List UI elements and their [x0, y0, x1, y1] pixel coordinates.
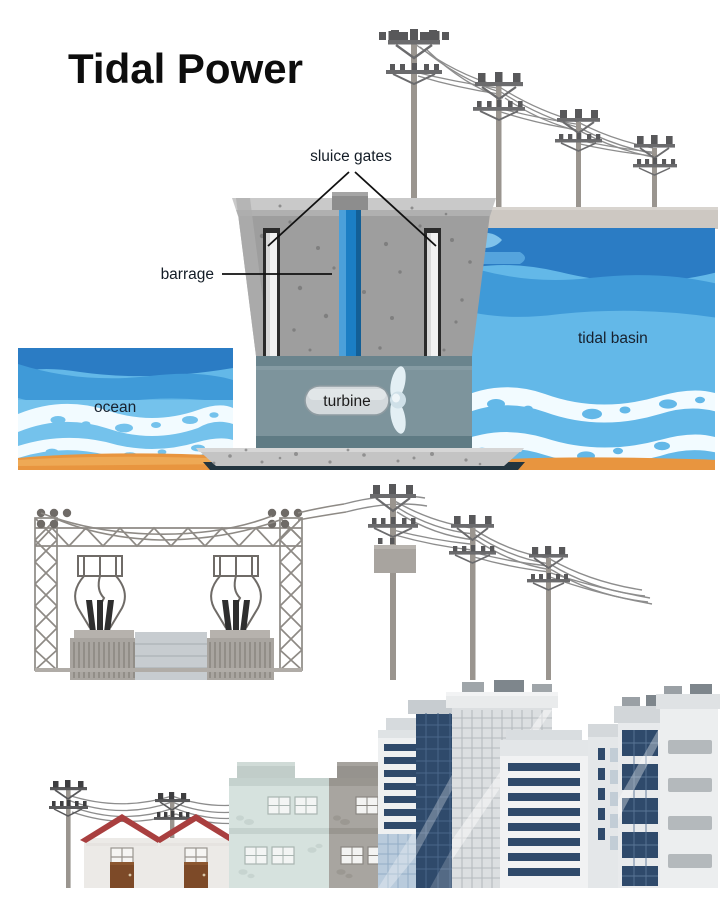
substation-center-building [135, 632, 207, 680]
utility-pole-mid-3 [527, 546, 570, 680]
foundation-speckles [212, 448, 482, 466]
mid-transmission-poles [343, 484, 653, 680]
utility-pole-mid-2 [449, 515, 496, 680]
transformer-left [70, 555, 138, 680]
striped-front-windows [508, 763, 580, 876]
seabed-foundation [196, 448, 525, 470]
building-far-right [656, 684, 720, 888]
leader-sluice-left [267, 171, 350, 247]
transformer-bushings-right [222, 600, 250, 632]
utility-pole-mid-1 [368, 484, 418, 680]
callout-lines [222, 171, 437, 275]
utility-pole-top-2 [473, 72, 525, 212]
label-barrage: barrage [161, 266, 214, 283]
house-1 [80, 814, 164, 888]
transformer-right [206, 555, 274, 680]
building-mint-windows [244, 796, 318, 865]
utility-pole-top-3 [555, 109, 602, 212]
label-tidal-basin: tidal basin [578, 330, 648, 347]
right-panels-grid [622, 730, 658, 886]
utility-pole-city-1 [49, 780, 88, 888]
utility-pole-top-4 [633, 135, 677, 212]
sluice-gate-left [263, 228, 280, 360]
ground-strip-highlight [455, 207, 718, 210]
turbine-label-pill: turbine [304, 385, 390, 416]
transformer-bushings-left [86, 600, 114, 632]
top-transmission-poles [379, 29, 677, 212]
barrage-structure [232, 192, 496, 458]
label-ocean: ocean [94, 399, 136, 416]
utility-pole-top-1 [379, 29, 449, 212]
substation-wires [40, 503, 347, 541]
transformer-fins-left [73, 642, 135, 678]
ground-strip-right [455, 207, 718, 229]
narrow-tower-dots [598, 748, 605, 840]
page-title: Tidal Power [68, 45, 303, 92]
sluice-gate-right [424, 228, 441, 360]
transformer-fins-right [209, 642, 271, 678]
building-mint [229, 762, 329, 888]
building-right-panels [614, 695, 670, 888]
ocean-water [18, 348, 233, 470]
far-right-bands [668, 740, 712, 868]
substation-scene [34, 503, 347, 680]
substation-base-bar [35, 668, 302, 672]
turbine-propeller-icon [390, 366, 406, 434]
building-mint-decor [236, 815, 323, 879]
leader-sluice-right [354, 171, 437, 247]
label-turbine: turbine [323, 393, 370, 410]
building-striped-front [500, 730, 588, 888]
pole-transformer-box [374, 545, 416, 573]
house-2 [154, 814, 238, 888]
label-sluice-gates: sluice gates [310, 148, 392, 165]
concrete-speckles [246, 204, 472, 352]
city-scene [49, 680, 720, 888]
tidal-basin-water [455, 228, 715, 470]
building-striped-left-windows [384, 744, 442, 829]
